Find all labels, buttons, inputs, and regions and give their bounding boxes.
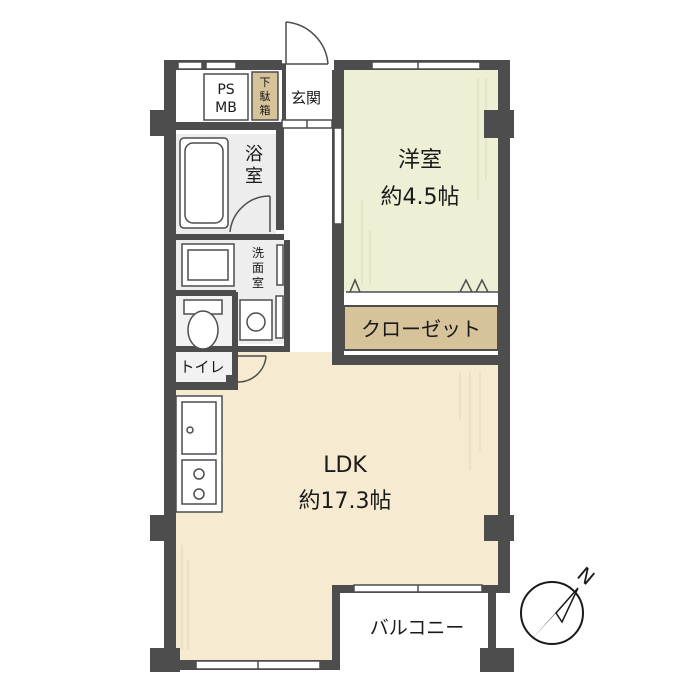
- kitchen-counter: [175, 395, 223, 513]
- balcony-label: バルコニー: [370, 617, 465, 639]
- ldk-floor: [172, 352, 498, 660]
- shoe-box: [251, 71, 279, 121]
- closet-doors: [346, 278, 498, 293]
- washroom-label-1: 洗: [252, 246, 264, 260]
- bath-label-1: 浴: [245, 144, 263, 165]
- washbasin: [181, 243, 273, 341]
- ldk-area: 約17.3帖: [299, 489, 392, 514]
- western-room-area: 約4.5帖: [381, 185, 460, 210]
- ps-label: PS: [217, 82, 234, 98]
- balcony-floor: [340, 596, 496, 654]
- compass-north-label: N: [573, 562, 600, 590]
- entrance-label: 玄関: [291, 89, 321, 107]
- windows: [177, 61, 483, 670]
- toilet-label: トイレ: [179, 358, 224, 376]
- ldk-name: LDK: [323, 453, 367, 478]
- mb-label: MB: [215, 100, 237, 116]
- western-room-name: 洋室: [398, 148, 442, 173]
- bathtub: [179, 137, 229, 229]
- shoe-box-label-2: 駄: [260, 89, 271, 103]
- toilet-fixture: [183, 299, 223, 350]
- floor-hatching: [181, 372, 481, 650]
- doors: [229, 21, 333, 383]
- north-arrow-icon: [520, 581, 584, 645]
- shoe-box-label-1: 下: [260, 76, 271, 89]
- washroom-label-3: 室: [252, 275, 264, 290]
- bath-label-2: 室: [245, 166, 263, 187]
- shoe-box-label-3: 箱: [260, 103, 271, 117]
- closet-label: クローゼット: [361, 317, 481, 341]
- washroom-label-2: 面: [252, 261, 264, 275]
- ps-mb-box: [203, 73, 249, 121]
- western-room-floor: [344, 70, 498, 292]
